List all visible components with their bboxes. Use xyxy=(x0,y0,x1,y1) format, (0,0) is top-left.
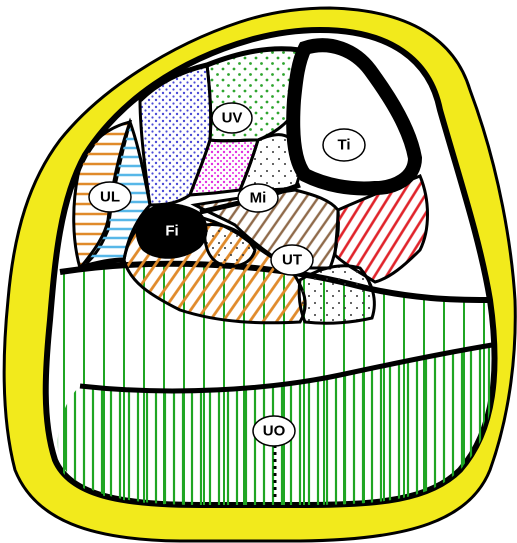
label-ut: UT xyxy=(271,245,313,275)
label-fi: Fi xyxy=(151,215,193,247)
label-ul: UL xyxy=(89,182,131,212)
label-ul-text: UL xyxy=(100,189,120,206)
label-uo: UO xyxy=(253,416,295,446)
deep-posterior-right-dots xyxy=(299,266,374,324)
label-uo-text: UO xyxy=(263,423,286,440)
label-ti-text: Ti xyxy=(337,137,350,154)
label-mi-text: Mi xyxy=(250,190,267,207)
label-uv: UV xyxy=(212,103,252,133)
label-ti: Ti xyxy=(323,129,365,161)
label-uv-text: UV xyxy=(222,110,243,127)
label-ut-text: UT xyxy=(282,252,302,269)
label-mi: Mi xyxy=(238,184,278,212)
label-fi-text: Fi xyxy=(165,223,178,240)
